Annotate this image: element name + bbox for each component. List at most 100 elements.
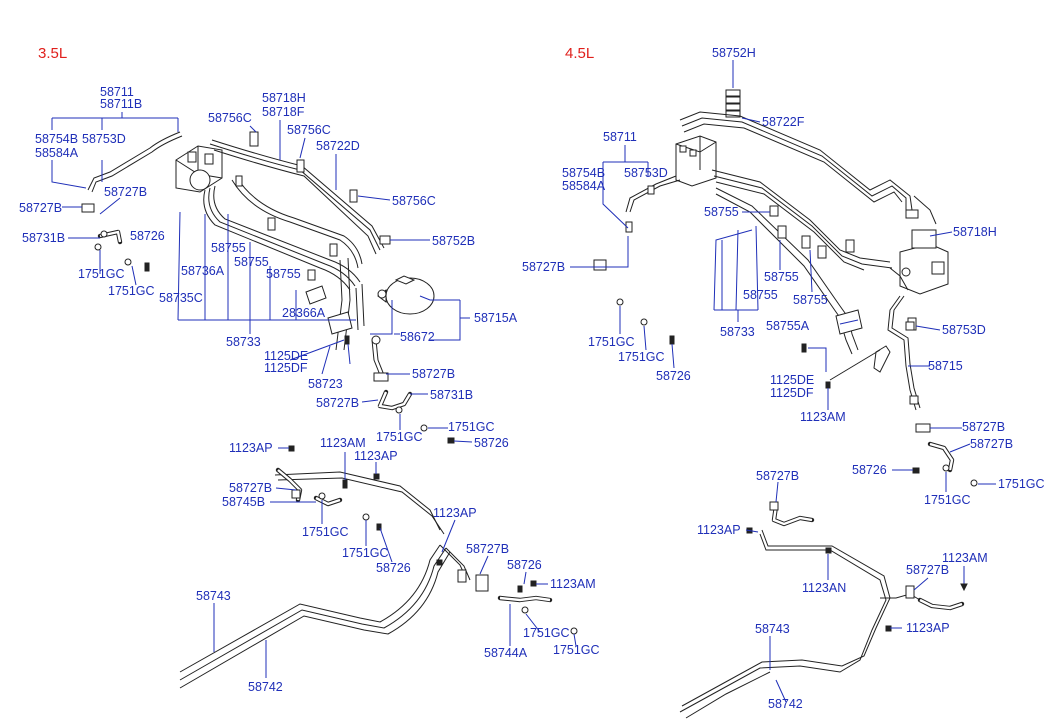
label-1123am: 1123AM [800, 410, 846, 424]
label-58715a: 58715A [474, 311, 518, 325]
label-58742: 58742 [768, 697, 803, 711]
label-1123am: 1123AM [550, 577, 596, 591]
right-clip-stack [725, 89, 741, 118]
label-58731b: 58731B [22, 231, 65, 245]
right-pipe-drawing [593, 89, 978, 719]
label-1751gc: 1751GC [618, 350, 665, 364]
label-58727b: 58727B [756, 469, 799, 483]
label-58727b: 58727B [970, 437, 1013, 451]
label-58727b: 58727B [316, 396, 359, 410]
label-1751gc: 1751GC [924, 493, 971, 507]
label-58727b: 58727B [466, 542, 509, 556]
right-part-labels: 58752H 58722F 58711 58754B 58753D 58584A… [522, 46, 1045, 711]
right-abs-unit [899, 229, 949, 295]
left-hydraulic-unit [175, 145, 223, 193]
label-58722d: 58722D [316, 139, 360, 153]
left-part-labels: 58711 58711B 58754B 58753D 58584A 58727B… [19, 85, 600, 694]
label-1123ap: 1123AP [697, 523, 741, 537]
label-58727b: 58727B [906, 563, 949, 577]
label-1751gc: 1751GC [78, 267, 125, 281]
label-58727b: 58727B [229, 481, 272, 495]
label-1125de: 1125DE [770, 373, 814, 387]
label-58754b: 58754B [35, 132, 78, 146]
left-master-cylinder [377, 275, 435, 315]
label-58727b: 58727B [522, 260, 565, 274]
label-58752b: 58752B [432, 234, 475, 248]
label-58726: 58726 [376, 561, 411, 575]
label-58752h: 58752H [712, 46, 756, 60]
label-58711: 58711 [100, 85, 134, 99]
label-58755: 58755 [764, 270, 799, 284]
label-58726: 58726 [474, 436, 509, 450]
label-58722f: 58722F [762, 115, 805, 129]
label-1751gc: 1751GC [523, 626, 570, 640]
label-58753d: 58753D [942, 323, 986, 337]
label-58756c: 58756C [392, 194, 436, 208]
label-58711: 58711 [603, 130, 637, 144]
label-1751gc: 1751GC [998, 477, 1045, 491]
label-58584a: 58584A [562, 179, 606, 193]
label-1125de: 1125DE [264, 349, 308, 363]
label-58718h: 58718H [953, 225, 997, 239]
label-58726: 58726 [656, 369, 691, 383]
label-1751gc: 1751GC [588, 335, 635, 349]
label-58753d: 58753D [624, 166, 668, 180]
label-58727b: 58727B [19, 201, 62, 215]
label-58733: 58733 [226, 335, 261, 349]
label-58726: 58726 [130, 229, 165, 243]
label-58742: 58742 [248, 680, 283, 694]
label-1125df: 1125DF [770, 386, 814, 400]
label-58733: 58733 [720, 325, 755, 339]
label-58753d: 58753D [82, 132, 126, 146]
label-1123ap: 1123AP [229, 441, 273, 455]
label-58743: 58743 [196, 589, 231, 603]
label-58743: 58743 [755, 622, 790, 636]
label-58715: 58715 [928, 359, 963, 373]
label-58735c: 58735C [159, 291, 203, 305]
right-leader-lines [570, 60, 996, 703]
label-1123am: 1123AM [320, 436, 366, 450]
right-hydraulic-unit [675, 135, 717, 187]
label-1123ap: 1123AP [354, 449, 398, 463]
label-1125df: 1125DF [264, 361, 308, 375]
label-58711b: 58711B [100, 97, 142, 111]
label-58584a: 58584A [35, 146, 79, 160]
label-58736a: 58736A [181, 264, 225, 278]
label-58727b: 58727B [962, 420, 1005, 434]
label-58755: 58755 [704, 205, 739, 219]
right-arrow-markers [960, 583, 968, 592]
label-1751gc: 1751GC [553, 643, 600, 657]
label-58726: 58726 [852, 463, 887, 477]
label-58755: 58755 [266, 267, 301, 281]
label-1751gc: 1751GC [302, 525, 349, 539]
label-58755: 58755 [793, 293, 828, 307]
label-58718h: 58718H [262, 91, 306, 105]
left-leader-lines [51, 112, 577, 678]
section-title-4-5l: 4.5L [565, 45, 594, 62]
label-58755: 58755 [743, 288, 778, 302]
label-58726: 58726 [507, 558, 542, 572]
label-58755a: 58755A [766, 319, 810, 333]
label-58755: 58755 [211, 241, 246, 255]
label-58727b: 58727B [412, 367, 455, 381]
label-1751gc: 1751GC [342, 546, 389, 560]
label-58731b: 58731B [430, 388, 473, 402]
label-58744a: 58744A [484, 646, 528, 660]
label-58745b: 58745B [222, 495, 265, 509]
label-1123an: 1123AN [802, 581, 846, 595]
label-58755: 58755 [234, 255, 269, 269]
label-1123ap: 1123AP [906, 621, 950, 635]
label-1123ap: 1123AP [433, 506, 477, 520]
label-58727b: 58727B [104, 185, 147, 199]
label-58672: 58672 [400, 330, 435, 344]
label-58718f: 58718F [262, 105, 305, 119]
label-1751gc: 1751GC [376, 430, 423, 444]
label-1751gc: 1751GC [448, 420, 495, 434]
label-58756c: 58756C [208, 111, 252, 125]
section-title-3-5l: 3.5L [38, 45, 67, 62]
label-1751gc: 1751GC [108, 284, 155, 298]
label-58756c: 58756C [287, 123, 331, 137]
left-pipe-drawing [81, 131, 578, 689]
label-28366a: 28366A [282, 306, 326, 320]
